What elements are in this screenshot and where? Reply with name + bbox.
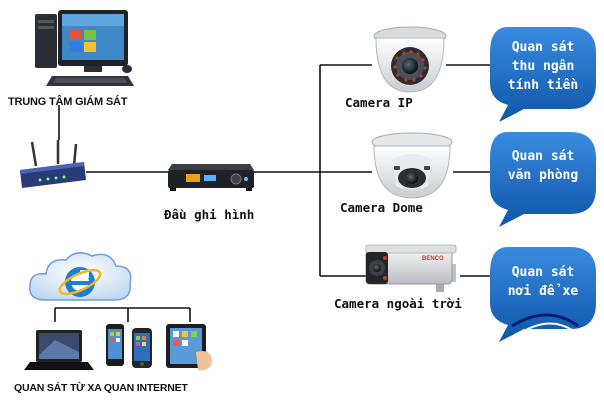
bubble-dome-line-1: Quan sát xyxy=(511,149,575,164)
smartphone-icon xyxy=(106,324,124,366)
brand-logo: BENCO xyxy=(422,256,444,262)
bubble-dome-text: Quan sát văn phòng xyxy=(493,147,593,185)
label-camera-outdoor: Camera ngoài trời xyxy=(334,296,462,311)
bubble-ip-line-3: tính tiền xyxy=(507,78,579,93)
ie-browser-icon xyxy=(58,267,102,297)
router-icon xyxy=(20,140,86,188)
dome-camera-icon xyxy=(371,132,453,199)
ip-camera-icon xyxy=(373,26,447,93)
outdoor-camera-icon: BENCO xyxy=(365,244,457,292)
bubble-ip xyxy=(490,27,596,122)
bubble-ip-line-2: thu ngân xyxy=(511,59,575,74)
label-recorder: Đầu ghi hình xyxy=(164,207,255,222)
label-camera-dome: Camera Dome xyxy=(340,200,423,215)
iphone-icon xyxy=(132,328,152,368)
label-monitoring-center: TRUNG TÂM GIÁM SÁT xyxy=(8,96,128,108)
bubble-dome-line-2: văn phòng xyxy=(507,168,579,183)
desktop-computer-icon xyxy=(35,10,134,86)
bubble-outdoor-line-2: nơi để xe xyxy=(507,284,579,299)
bubble-outdoor-line-1: Quan sát xyxy=(511,265,575,280)
bubble-outdoor xyxy=(490,247,596,342)
dvr-recorder-icon xyxy=(168,164,254,191)
label-remote-view: QUAN SÁT TỪ XA QUAN INTERNET xyxy=(14,382,188,394)
bubble-dome xyxy=(490,132,596,227)
bubble-ip-text: Quan sát thu ngân tính tiền xyxy=(493,38,593,95)
laptop-icon xyxy=(24,330,94,370)
bubble-ip-line-1: Quan sát xyxy=(511,40,575,55)
tablet-icon xyxy=(166,324,212,371)
label-camera-ip: Camera IP xyxy=(345,95,413,110)
bubble-outdoor-text: Quan sát nơi để xe xyxy=(493,263,593,301)
connection-lines xyxy=(54,64,490,322)
